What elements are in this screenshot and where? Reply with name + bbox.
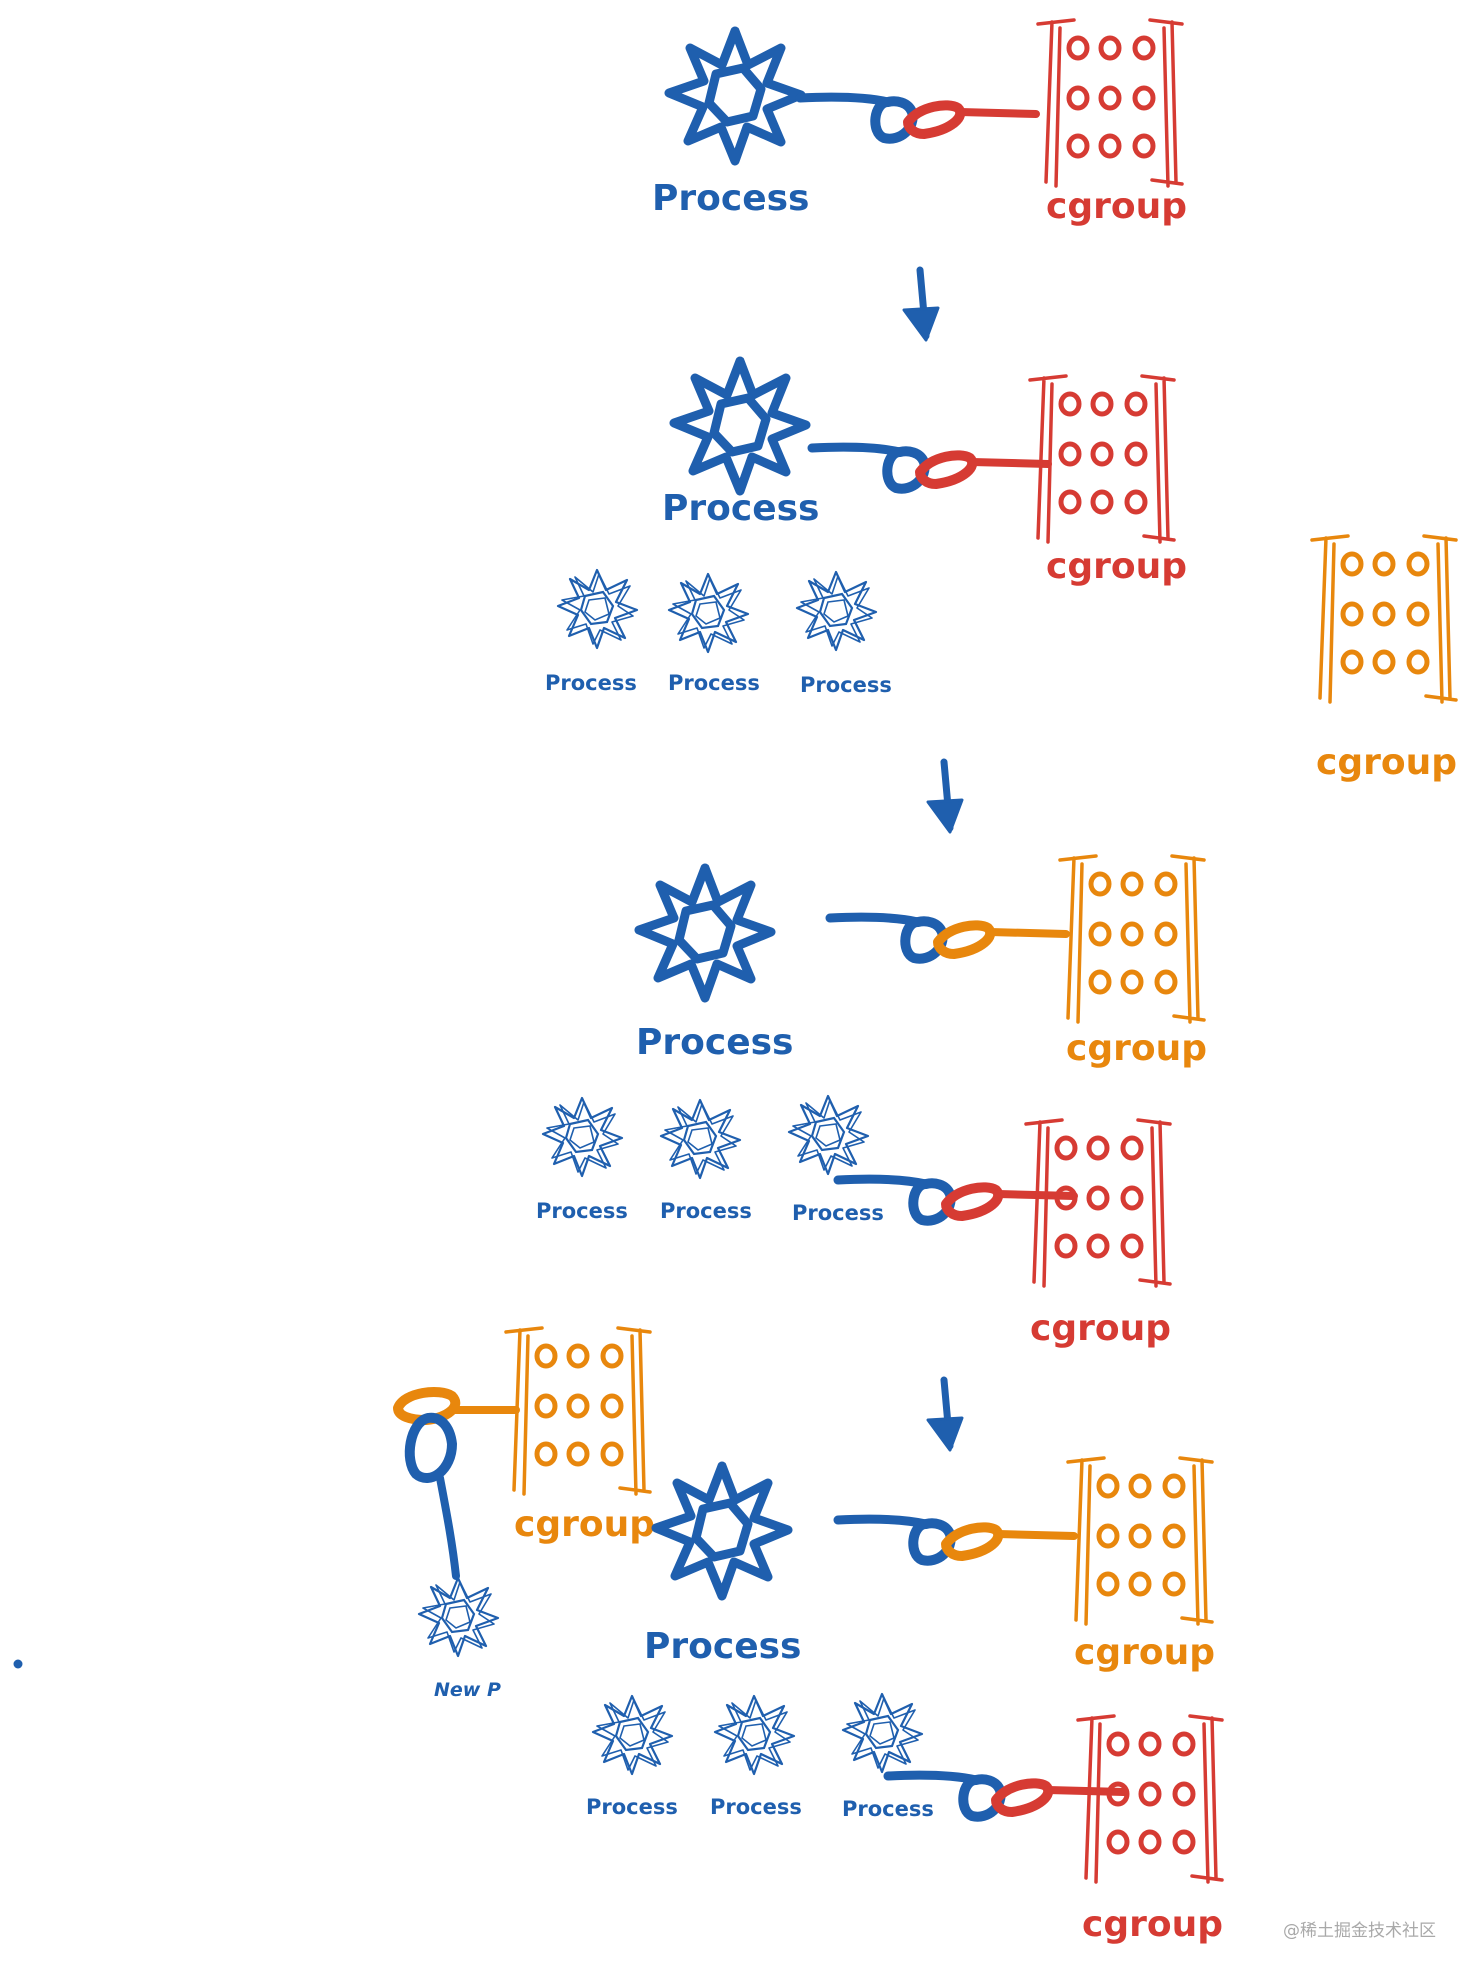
small-process-label: Process	[545, 671, 637, 695]
process-label: Process	[636, 1022, 793, 1063]
small-process-star-icon	[591, 1694, 674, 1776]
cgroup-box-icon	[506, 1328, 650, 1494]
small-process-label: Process	[586, 1795, 678, 1819]
small-process-label: Process	[668, 671, 760, 695]
small-process-label: Process	[800, 673, 892, 697]
small-process-star-icon	[841, 1692, 924, 1774]
small-process-label: Process	[842, 1797, 934, 1821]
process-label: Process	[644, 1626, 801, 1667]
down-arrow-icon	[904, 270, 938, 340]
stage-4: cgroup New P Process cgroup Process Proc…	[393, 1328, 1223, 1945]
stage-3: Process cgroup Process Process Process c…	[536, 856, 1207, 1349]
small-process-star-icon	[667, 572, 750, 654]
cgroup-label: cgroup	[1316, 742, 1457, 783]
cgroup-label: cgroup	[1046, 186, 1187, 227]
cgroup-box-icon	[1038, 20, 1182, 186]
process-star-icon	[639, 868, 771, 998]
cgroup-box-icon	[1078, 1716, 1222, 1882]
small-process-label: Process	[792, 1201, 884, 1225]
down-arrow-icon	[928, 762, 962, 832]
link-connector-icon	[812, 447, 1048, 488]
link-connector-icon	[800, 97, 1036, 138]
process-label: Process	[652, 178, 809, 219]
small-process-star-icon	[713, 1694, 796, 1776]
small-process-star-icon	[556, 568, 639, 650]
link-connector-icon	[830, 917, 1066, 958]
cgroup-label: cgroup	[1030, 1308, 1171, 1349]
small-process-star-icon	[659, 1098, 742, 1180]
down-arrow-icon	[928, 1380, 962, 1450]
new-process-label: New P	[434, 1679, 501, 1701]
cgroup-label: cgroup	[1074, 1632, 1215, 1673]
small-process-star-icon	[787, 1094, 870, 1176]
cgroup-box-icon	[1026, 1120, 1170, 1286]
cgroup-label: cgroup	[1082, 1904, 1223, 1945]
process-star-icon	[674, 361, 806, 491]
cgroup-label: cgroup	[514, 1504, 655, 1545]
stage-1: Process cgroup	[652, 20, 1187, 227]
small-process-label: Process	[710, 1795, 802, 1819]
process-star-icon	[669, 31, 801, 161]
stray-dot	[13, 1659, 23, 1669]
small-process-star-icon	[795, 570, 878, 652]
cgroup-box-icon	[1030, 376, 1174, 542]
watermark: @稀土掘金技术社区	[1283, 1921, 1436, 1941]
stage-2: Process cgroup Process Process Process c…	[545, 361, 1457, 783]
small-process-star-icon	[541, 1096, 624, 1178]
cgroup-box-icon	[1312, 536, 1456, 702]
small-process-star-icon	[417, 1576, 500, 1658]
small-process-label: Process	[660, 1199, 752, 1223]
small-process-label: Process	[536, 1199, 628, 1223]
cgroup-box-icon	[1060, 856, 1204, 1022]
link-connector-icon	[838, 1519, 1074, 1560]
new-process-link-icon	[393, 1387, 520, 1580]
cgroup-label: cgroup	[1066, 1028, 1207, 1069]
cgroup-label: cgroup	[1046, 546, 1187, 587]
process-star-icon	[656, 1466, 788, 1596]
cgroup-box-icon	[1068, 1458, 1212, 1624]
process-label: Process	[662, 488, 819, 529]
